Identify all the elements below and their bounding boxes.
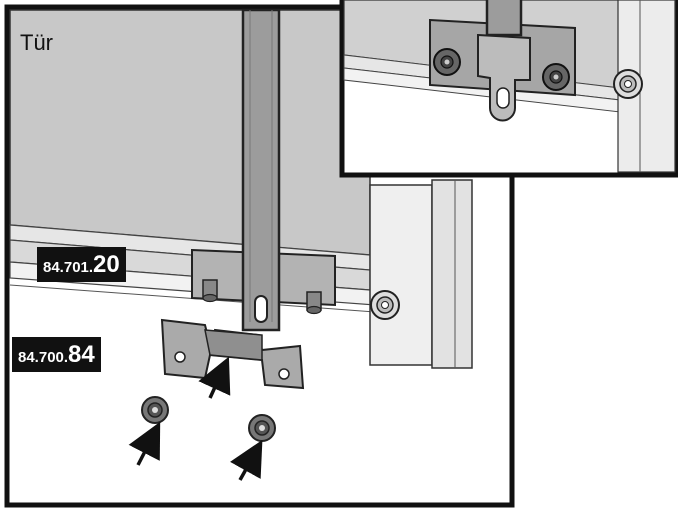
door-label: Tür	[20, 30, 53, 55]
inset-frame-nut	[613, 69, 643, 99]
inset-nut-left	[433, 48, 461, 76]
door-panel	[9, 9, 371, 256]
door-frame	[369, 184, 433, 366]
part-number-tag-upper: 84.701.20	[37, 247, 126, 282]
inset-nut-right	[542, 63, 570, 91]
vertical-rod	[241, 8, 281, 332]
nut-right	[248, 414, 276, 442]
arrow-nut-right	[230, 439, 263, 481]
inset-detail-view	[339, 0, 678, 178]
part-number-tag-lower: 84.700.84	[12, 337, 101, 372]
arrow-bracket	[198, 356, 231, 399]
part-number-prefix: 84.700.	[18, 349, 69, 366]
frame-nut	[370, 290, 400, 320]
nut-left	[141, 396, 169, 424]
arrow-nut-left	[128, 421, 161, 466]
part-number-suffix: 84	[68, 341, 95, 368]
part-number-suffix: 20	[93, 251, 120, 278]
part-number-prefix: 84.701.	[43, 259, 94, 276]
stud-left	[202, 279, 218, 303]
stud-right	[306, 291, 322, 315]
bracket-lower	[160, 318, 305, 390]
